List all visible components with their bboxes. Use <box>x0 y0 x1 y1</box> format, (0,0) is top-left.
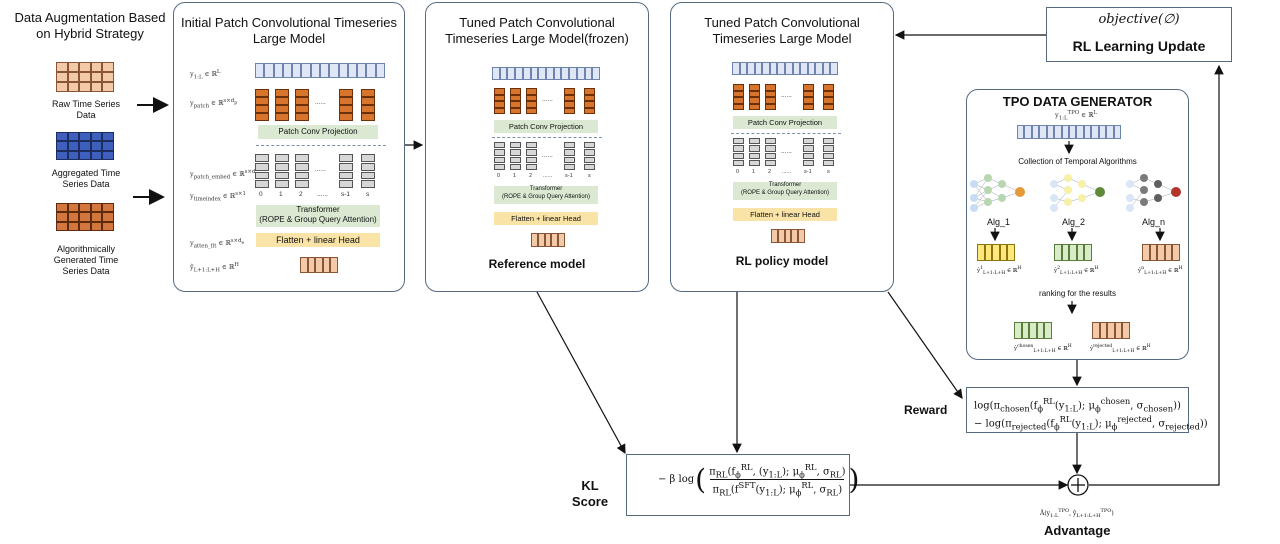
patch-symbol: ypatch ∈ ℝs×dp <box>190 98 238 110</box>
aggregated-series-grid <box>56 132 114 160</box>
flatten-band-2: Flatten + linear Head <box>494 212 598 225</box>
chosen-output-bar <box>1014 322 1052 339</box>
initial-model-title: Initial Patch Convolutional Timeseries L… <box>180 15 398 47</box>
input-symbol: y1:L ∈ ℝL <box>190 69 221 81</box>
alg1-output-symbol: ŷ1L+1:L+H ∈ ℝH <box>977 266 1022 276</box>
tpo-input-bar <box>1017 125 1121 139</box>
transformer-band-2: Transformer (ROPE & Group Query Attentio… <box>494 186 598 204</box>
augmentation-heading: Data Augmentation Based on Hybrid Strate… <box>14 10 166 41</box>
kl-formula-box <box>626 454 850 516</box>
rl-update-label: RL Learning Update <box>1072 38 1206 54</box>
patch-stacks-2: ...... <box>494 88 602 114</box>
alg2-net-icon <box>1050 174 1105 212</box>
tpo-neural-nets <box>970 174 1181 212</box>
aggregated-series-label: Aggregated Time Series Data <box>51 168 121 189</box>
algorithmic-series-grid <box>56 203 114 231</box>
raw-series-label: Raw Time Series Data <box>51 99 121 120</box>
rejected-output-symbol: ŷrejectedL+1:L+H ∈ ℝH <box>1090 344 1151 354</box>
dashed-divider-1 <box>256 145 386 146</box>
input-sequence-bar-2 <box>492 67 600 80</box>
algn-output-bar <box>1142 244 1180 261</box>
ranking-label: ranking for the results <box>1039 289 1116 298</box>
algorithmic-series-label: Algorithmically Generated Time Series Da… <box>53 244 119 276</box>
collection-label: Collection of Temporal Algorithms <box>1018 157 1137 166</box>
output-symbol: ŷL+1:L+H ∈ ℝH <box>190 262 239 274</box>
algn-label: Alg_n <box>1142 217 1166 227</box>
index-row-3: 0 1 2 ...... s-1 s <box>736 169 830 175</box>
input-sequence-bar <box>255 63 385 78</box>
dashed-divider-2 <box>492 137 602 138</box>
sum-node-icon <box>1067 474 1089 496</box>
output-bar-1 <box>300 257 338 273</box>
reference-to-kl-arrow <box>536 291 626 455</box>
index-row-1: 0 1 2 ...... s-1 s <box>259 191 370 198</box>
flatten-band-3: Flatten + linear Head <box>733 208 837 221</box>
tpo-input-symbol: y1:LTPO ∈ ℝL <box>1055 110 1098 122</box>
embed-stacks-3: ...... <box>733 138 841 166</box>
alg2-label: Alg_2 <box>1062 217 1086 227</box>
embed-stacks-2: ...... <box>494 142 602 170</box>
alg2-output-bar <box>1054 244 1092 261</box>
input-sequence-bar-3 <box>732 62 838 75</box>
advantage-to-update-arrow <box>1089 64 1224 486</box>
transformer-band-3: Transformer (ROPE & Group Query Attentio… <box>733 182 837 200</box>
output-bar-2 <box>531 233 565 247</box>
advantage-symbol: Â(y1:LTPO, ŷL+1:L+HTPO) <box>1040 508 1114 520</box>
patch-conv-band-1: Patch Conv Projection <box>258 125 378 139</box>
patch-stacks-3: ...... <box>733 84 841 110</box>
alg1-label: Alg_1 <box>987 217 1011 227</box>
embed-stacks: ...... <box>255 154 387 188</box>
policy-to-reward-arrow <box>887 291 963 399</box>
raw-series-grid <box>56 62 114 92</box>
alg1-output-bar <box>977 244 1015 261</box>
dashed-divider-3 <box>731 133 841 134</box>
reference-model-title: Tuned Patch Convolutional Timeseries Lar… <box>445 15 629 47</box>
advantage-label: Advantage <box>1044 523 1111 538</box>
patch-conv-band-3: Patch Conv Projection <box>733 116 837 129</box>
reference-model-caption: Reference model <box>488 257 586 271</box>
policy-model-caption: RL policy model <box>735 254 829 268</box>
kl-formula: − β log ( πRL(fϕRL, (y1:L); μϕRL, σRL) π… <box>658 462 860 498</box>
reward-line-2: − log(πrejected(fϕRL(y1:L); μϕrejected, … <box>974 414 1208 432</box>
output-bar-3 <box>771 229 805 243</box>
rejected-output-bar <box>1092 322 1130 339</box>
objective-text: objective(∅) <box>1098 12 1180 27</box>
reward-formula-box <box>966 387 1189 433</box>
algn-output-symbol: ŷnL+1:L+H ∈ ℝH <box>1138 266 1183 276</box>
index-row-2: 0 1 2 ...... s-1 s <box>497 173 591 179</box>
chosen-output-symbol: ŷchosenL+1:L+H ∈ ℝH <box>1014 344 1072 354</box>
policy-model-title: Tuned Patch Convolutional Timeseries Lar… <box>704 15 860 47</box>
atten-symbol: yatten_flt ∈ ℝs×de <box>190 238 245 250</box>
algn-net-icon <box>1126 174 1181 212</box>
transformer-band-1: Transformer (ROPE & Group Query Attentio… <box>256 205 380 227</box>
policy-model-panel <box>670 2 894 292</box>
patch-stacks: ...... <box>255 89 387 121</box>
reward-line-1: log(πchosen(fϕRL(y1:L); μϕchosen, σchose… <box>974 396 1181 414</box>
kl-score-label: KL Score <box>571 478 609 509</box>
alg2-output-symbol: ŷ2L+1:L+H ∈ ℝH <box>1054 266 1099 276</box>
reward-label: Reward <box>904 403 948 417</box>
flatten-band-1: Flatten + linear Head <box>256 233 380 247</box>
patch-conv-band-2: Patch Conv Projection <box>494 120 598 133</box>
timeindex-symbol: ytimeindex ∈ ℝs×1 <box>190 191 246 203</box>
tpo-title: TPO DATA GENERATOR <box>1002 94 1153 109</box>
rl-update-box <box>1046 7 1232 62</box>
